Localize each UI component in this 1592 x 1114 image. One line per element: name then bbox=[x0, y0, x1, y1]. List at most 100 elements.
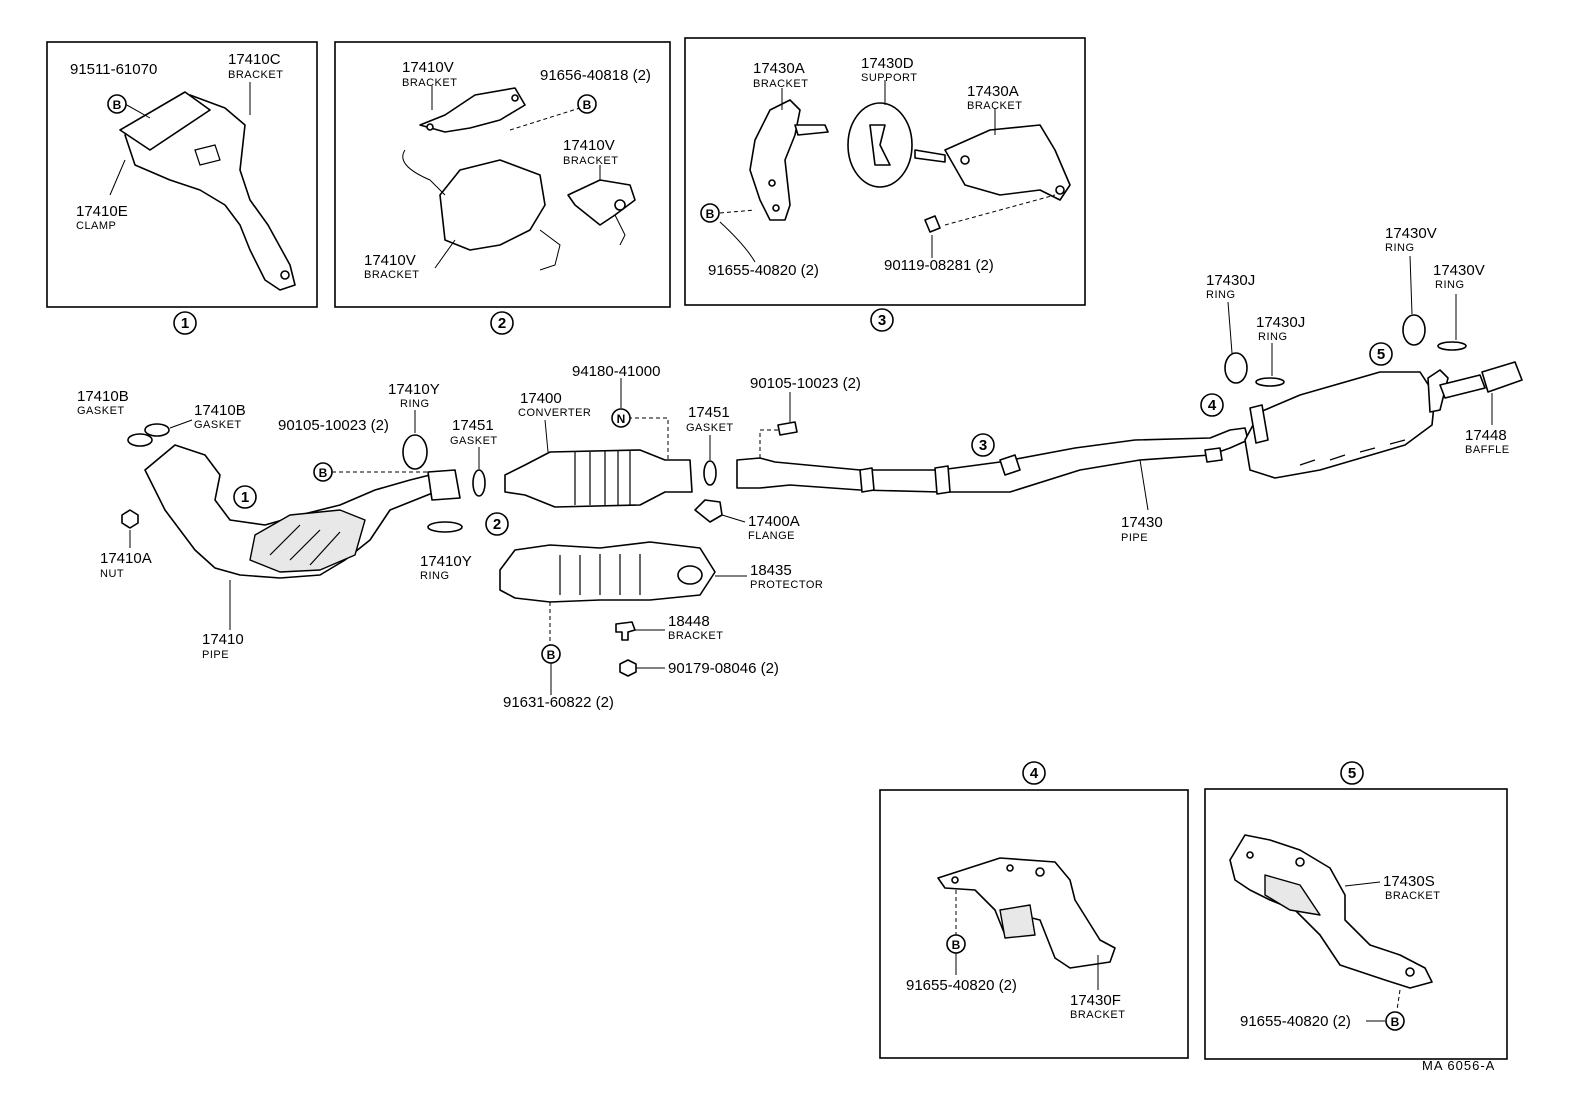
part-name-gasket: GASKET bbox=[77, 405, 125, 417]
callout-3-main-label: 3 bbox=[979, 437, 987, 454]
part-name-nut: NUT bbox=[100, 568, 124, 580]
part-number-17410y: 17410Y bbox=[388, 381, 440, 398]
part-number-91631-60822: 91631-60822 (2) bbox=[503, 694, 614, 711]
part-number-17410e: 17410E bbox=[76, 203, 128, 220]
inset-4-frame bbox=[879, 789, 1189, 1059]
callout-1-main-label: 1 bbox=[241, 489, 249, 506]
front-pipe-heatshield-shape bbox=[249, 509, 366, 573]
bracket-17430s-shape bbox=[1229, 834, 1433, 989]
baffle-17448-shape bbox=[1481, 361, 1523, 393]
part-number-91511-61070: 91511-61070 bbox=[70, 61, 157, 78]
inset-3: B 17430A BRACKET 17430D SUPPORT 17430A B… bbox=[684, 37, 1086, 332]
inset-4: 4 B 91655-40820 (2) 17430F BRACKET bbox=[879, 761, 1189, 1059]
bracket-18448-shape bbox=[615, 621, 636, 641]
part-name-ring: RING bbox=[1385, 242, 1415, 254]
part-number-94180-41000: 94180-41000 bbox=[572, 363, 660, 380]
flange-17400a-shape bbox=[694, 499, 723, 523]
part-number-17430j: 17430J bbox=[1256, 314, 1305, 331]
part-number-17410b: 17410B bbox=[194, 402, 246, 419]
part-number-17430v: 17430V bbox=[1433, 262, 1485, 279]
callout-2-inset bbox=[490, 311, 514, 335]
ring-17430v-right-shape bbox=[1437, 341, 1467, 351]
bracket-17410c-shape bbox=[124, 94, 296, 291]
part-name-clamp: CLAMP bbox=[76, 220, 116, 232]
callout-3-inset bbox=[870, 308, 894, 332]
part-number-17430j: 17430J bbox=[1206, 272, 1255, 289]
callout-5-main-label: 5 bbox=[1377, 346, 1385, 363]
part-number-90179-08046: 90179-08046 (2) bbox=[668, 660, 779, 677]
part-number-17430d: 17430D bbox=[861, 55, 914, 72]
part-number-90119-08281: 90119-08281 (2) bbox=[884, 257, 994, 274]
inset-2-frame bbox=[334, 41, 671, 308]
part-number-90105-10023: 90105-10023 (2) bbox=[278, 417, 389, 434]
part-name-bracket: BRACKET bbox=[668, 630, 723, 642]
bracket-17410v-top-shape bbox=[419, 87, 526, 133]
bolt-b-label: B bbox=[706, 207, 715, 221]
part-number-17410a: 17410A bbox=[100, 550, 152, 567]
main-assembly: 1 B 2 N B bbox=[77, 225, 1523, 711]
part-name-flange: FLANGE bbox=[748, 530, 795, 542]
part-number-91656-40818: 91656-40818 (2) bbox=[540, 67, 651, 84]
part-number-17410y: 17410Y bbox=[420, 553, 472, 570]
callout-4-main-label: 4 bbox=[1208, 397, 1217, 414]
part-number-17410: 17410 bbox=[202, 631, 244, 648]
ring-17430v-left-shape bbox=[1402, 314, 1426, 346]
inset-5-frame bbox=[1204, 788, 1508, 1060]
nut-n-label: N bbox=[617, 412, 626, 426]
part-number-17410c: 17410C bbox=[228, 51, 281, 68]
muffler-bracket-front-shape bbox=[1249, 404, 1269, 444]
part-name-bracket: BRACKET bbox=[563, 155, 618, 167]
clamp-17410e-shape bbox=[119, 91, 211, 151]
part-name-ring: RING bbox=[1435, 279, 1465, 291]
part-name-ring: RING bbox=[1206, 289, 1236, 301]
catalytic-converter-17400-shape bbox=[504, 449, 693, 508]
callout-5-inset bbox=[1340, 761, 1364, 785]
part-number-91655-40820: 91655-40820 (2) bbox=[906, 977, 1017, 994]
callout-4-main bbox=[1200, 393, 1224, 417]
callout-5-main bbox=[1369, 342, 1393, 366]
part-name-bracket: BRACKET bbox=[967, 100, 1022, 112]
part-name-converter: CONVERTER bbox=[518, 407, 591, 419]
bolt-b-label: B bbox=[952, 938, 961, 952]
inset-2: B 17410V BRACKET 91656-40818 (2) 17410V … bbox=[334, 41, 671, 335]
part-number-17410v: 17410V bbox=[563, 137, 615, 154]
part-number-17410v: 17410V bbox=[364, 252, 416, 269]
part-number-17410b: 17410B bbox=[77, 388, 129, 405]
gasket-17410b-shape bbox=[144, 423, 170, 437]
part-number-17430a: 17430A bbox=[967, 83, 1019, 100]
part-name-protector: PROTECTOR bbox=[750, 579, 823, 591]
ring-17430j-left-shape bbox=[1224, 352, 1248, 384]
part-name-bracket: BRACKET bbox=[228, 69, 283, 81]
part-number-17430s: 17430S bbox=[1383, 873, 1435, 890]
part-number-91655-40820: 91655-40820 (2) bbox=[708, 262, 819, 279]
part-number-90105-10023: 90105-10023 (2) bbox=[750, 375, 861, 392]
part-name-pipe: PIPE bbox=[202, 649, 229, 661]
part-number-18435: 18435 bbox=[750, 562, 792, 579]
bolt-b-label: B bbox=[113, 98, 122, 112]
part-name-ring: RING bbox=[420, 570, 450, 582]
callout-1-inset bbox=[173, 311, 197, 335]
part-name-gasket: GASKET bbox=[686, 422, 734, 434]
callout-1-inset-label: 1 bbox=[181, 315, 189, 332]
part-number-17400: 17400 bbox=[520, 390, 562, 407]
part-number-17430a: 17430A bbox=[753, 60, 805, 77]
ring-17410y-lower-shape bbox=[427, 521, 463, 533]
part-name-gasket: GASKET bbox=[450, 435, 498, 447]
gasket-17410b-shape bbox=[127, 433, 153, 447]
bolt-b-marker bbox=[700, 203, 720, 223]
front-pipe-flange-shape bbox=[427, 469, 461, 501]
bolt-b-label: B bbox=[1391, 1015, 1400, 1029]
part-name-bracket: BRACKET bbox=[364, 269, 419, 281]
part-number-17400a: 17400A bbox=[748, 513, 800, 530]
part-number-91655-40820: 91655-40820 (2) bbox=[1240, 1013, 1351, 1030]
part-name-bracket: BRACKET bbox=[402, 77, 457, 89]
part-name-ring: RING bbox=[400, 398, 430, 410]
part-name-bracket: BRACKET bbox=[753, 78, 808, 90]
part-number-17430v: 17430V bbox=[1385, 225, 1437, 242]
inset-5: 5 B 17430S BRACKET 91655-40820 (2) bbox=[1204, 761, 1508, 1060]
callout-1-main bbox=[233, 485, 257, 509]
gasket-17451-left-shape bbox=[472, 469, 486, 497]
callout-4-inset-label: 4 bbox=[1030, 765, 1039, 782]
bolt-b-label: B bbox=[547, 648, 556, 662]
